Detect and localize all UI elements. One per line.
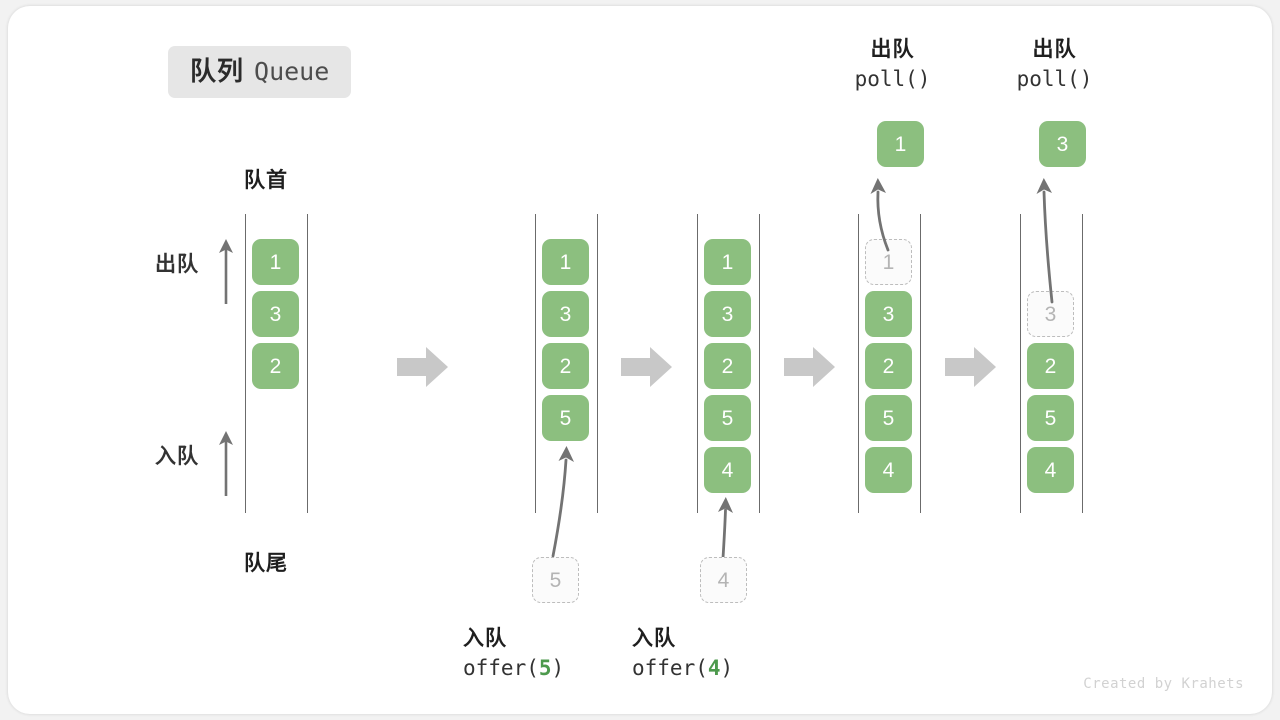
- diagram-title-badge: 队列 Queue: [168, 46, 352, 98]
- offer-4-close: ): [720, 655, 734, 680]
- queue-slot: 4: [865, 447, 912, 493]
- queue-head-label: 队首: [244, 169, 288, 192]
- queue-slot: 4: [1027, 447, 1074, 493]
- queue-tail-label: 队尾: [244, 552, 288, 575]
- poll-1-caption-cn: 出队: [870, 38, 915, 61]
- offer-4-arrow-icon: [718, 497, 733, 560]
- queue-slot: 1: [542, 239, 589, 285]
- queue-slot: 3: [704, 291, 751, 337]
- offer-5-fn: offer(: [463, 655, 539, 680]
- queue-rail-right: [920, 214, 921, 513]
- queue-slot: 5: [542, 395, 589, 441]
- queue-slot: 3: [252, 291, 299, 337]
- queue-rail-left: [697, 214, 698, 513]
- step-arrow-icon: [945, 347, 996, 387]
- queue-slot: 2: [1027, 343, 1074, 389]
- queue-column-stage-4: 3 2 5 4: [1020, 6, 1084, 714]
- poll-3-caption-code: poll(): [1016, 66, 1093, 91]
- queue-slot: 1: [252, 239, 299, 285]
- queue-slot: 5: [865, 395, 912, 441]
- title-cn: 队列: [190, 56, 245, 86]
- offer-4-caption-cn: 入队: [632, 627, 676, 650]
- queue-rail-left: [1020, 214, 1021, 513]
- offer-5-caption: 入队 offer(5): [463, 625, 648, 683]
- poll-3-arrow-icon: [1036, 178, 1054, 304]
- queue-slot: 4: [704, 447, 751, 493]
- queue-slot-ghost: 1: [865, 239, 912, 285]
- offer-5-caption-code: offer(5): [463, 654, 648, 683]
- step-arrow-icon: [397, 347, 448, 387]
- queue-slot: 3: [542, 291, 589, 337]
- queue-rail-right: [759, 214, 760, 513]
- queue-rail-right: [1082, 214, 1083, 513]
- queue-slot: 2: [704, 343, 751, 389]
- queue-rail-right: [597, 214, 598, 513]
- queue-slot: 2: [252, 343, 299, 389]
- side-label-dequeue: 出队: [155, 253, 199, 276]
- offer-5-close: ): [551, 655, 565, 680]
- queue-rail-left: [858, 214, 859, 513]
- queue-slot: 1: [704, 239, 751, 285]
- queue-slot: 3: [865, 291, 912, 337]
- dequeue-direction-arrow-icon: [219, 239, 233, 304]
- offer-5-caption-cn: 入队: [463, 627, 507, 650]
- queue-rail-left: [535, 214, 536, 513]
- offer-5-arg: 5: [538, 655, 552, 680]
- popped-element-poll-1: 1: [877, 121, 924, 167]
- poll-1-caption-code: poll(): [854, 66, 931, 91]
- title-en: Queue: [254, 57, 330, 86]
- offer-4-arg: 4: [707, 655, 721, 680]
- queue-slot: 5: [1027, 395, 1074, 441]
- queue-slot: 2: [542, 343, 589, 389]
- queue-column-stage-3: 1 3 2 5 4: [858, 6, 922, 714]
- queue-slot: 2: [865, 343, 912, 389]
- queue-rail-left: [245, 214, 246, 513]
- offer-5-arrow-icon: [551, 446, 574, 558]
- pending-element-offer-4: 4: [700, 557, 747, 603]
- poll-1-arrow-icon: [870, 178, 890, 252]
- poll-3-caption: 出队 poll(): [982, 36, 1127, 94]
- step-arrow-icon: [621, 347, 672, 387]
- queue-rail-right: [307, 214, 308, 513]
- offer-4-caption-code: offer(4): [632, 654, 817, 683]
- poll-1-caption: 出队 poll(): [820, 36, 965, 94]
- queue-column-stage-1: 1 3 2 5: [535, 6, 599, 714]
- offer-4-caption: 入队 offer(4): [632, 625, 817, 683]
- watermark: Created by Krahets: [1083, 676, 1244, 692]
- pending-element-offer-5: 5: [532, 557, 579, 603]
- queue-column-stage-0: 1 3 2: [245, 6, 309, 714]
- popped-element-poll-3: 3: [1039, 121, 1086, 167]
- side-label-enqueue: 入队: [155, 445, 199, 468]
- queue-column-stage-2: 1 3 2 5 4: [697, 6, 761, 714]
- offer-4-fn: offer(: [632, 655, 708, 680]
- step-arrow-icon: [784, 347, 835, 387]
- queue-slot: 5: [704, 395, 751, 441]
- diagram-card: 队列 Queue 队首 队尾 出队 入队 1 3 2 1 3 2 5 5: [8, 6, 1272, 714]
- enqueue-direction-arrow-icon: [219, 431, 233, 496]
- poll-3-caption-cn: 出队: [1032, 38, 1077, 61]
